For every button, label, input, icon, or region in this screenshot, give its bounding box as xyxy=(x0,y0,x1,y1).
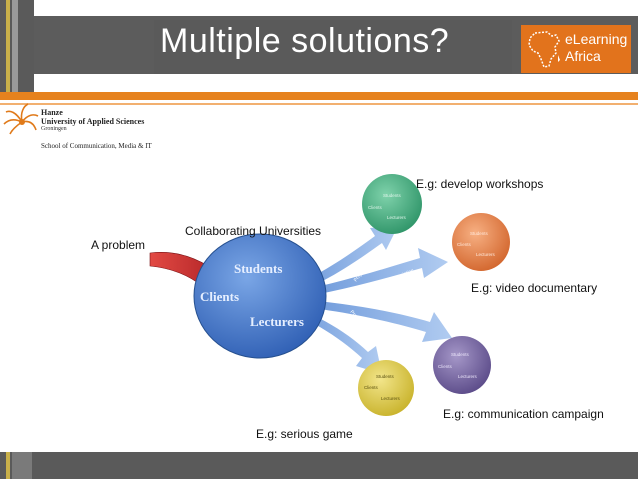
orange-circle xyxy=(452,213,510,271)
orange-divider xyxy=(0,92,638,100)
university-name-line1: Hanze xyxy=(41,108,63,117)
footer-bar xyxy=(0,452,638,479)
africa-map-icon xyxy=(528,31,560,68)
hanze-sun-logo-icon xyxy=(3,103,39,135)
video-label: E.g: video documentary xyxy=(471,281,598,295)
collab-universities-label: Collaborating Universities xyxy=(185,224,322,238)
page-title: Multiple solutions? xyxy=(160,22,450,60)
university-name-line2: University of Applied Sciences xyxy=(41,117,145,126)
workshops-label: E.g: develop workshops xyxy=(416,177,544,191)
main-students: Students xyxy=(234,261,282,276)
main-circle xyxy=(193,233,327,359)
main-clients: Clients xyxy=(200,289,239,304)
purple-lecturers: Lecturers xyxy=(458,374,478,379)
yellow-circle xyxy=(358,360,414,416)
purple-students: Students xyxy=(451,352,470,357)
orange-clients: Clients xyxy=(457,242,472,247)
footer-gold-stripe xyxy=(6,452,10,479)
purple-circle xyxy=(433,336,491,394)
title-background xyxy=(154,20,512,74)
campaign-label: E.g: communication campaign xyxy=(443,407,604,421)
game-label: E.g: serious game xyxy=(256,427,353,441)
orange-thin-divider xyxy=(0,103,638,105)
yellow-students: Students xyxy=(376,374,395,379)
yellow-lecturers: Lecturers xyxy=(381,396,401,401)
green-students: Students xyxy=(383,193,402,198)
orange-lecturers: Lecturers xyxy=(476,252,496,257)
gold-stripe xyxy=(6,0,10,92)
elearning-africa-logo: eLearning Africa xyxy=(521,25,631,73)
problem-label: A problem xyxy=(91,238,146,252)
university-name-line3: Groningen xyxy=(41,126,67,132)
grey-stripe xyxy=(12,0,18,92)
school-name: School of Communication, Media & IT xyxy=(41,142,152,150)
footer-grey-stripe xyxy=(12,452,32,479)
green-circle xyxy=(362,174,422,234)
purple-clients: Clients xyxy=(438,364,453,369)
green-clients: Clients xyxy=(368,205,383,210)
logo-text-africa: Africa xyxy=(565,48,601,64)
yellow-clients: Clients xyxy=(364,385,379,390)
logo-text-elearning: eLearning xyxy=(565,31,628,47)
green-lecturers: Lecturers xyxy=(387,215,407,220)
main-lecturers: Lecturers xyxy=(250,314,304,329)
left-decor-stripe xyxy=(0,0,34,92)
orange-students: Students xyxy=(470,231,489,236)
